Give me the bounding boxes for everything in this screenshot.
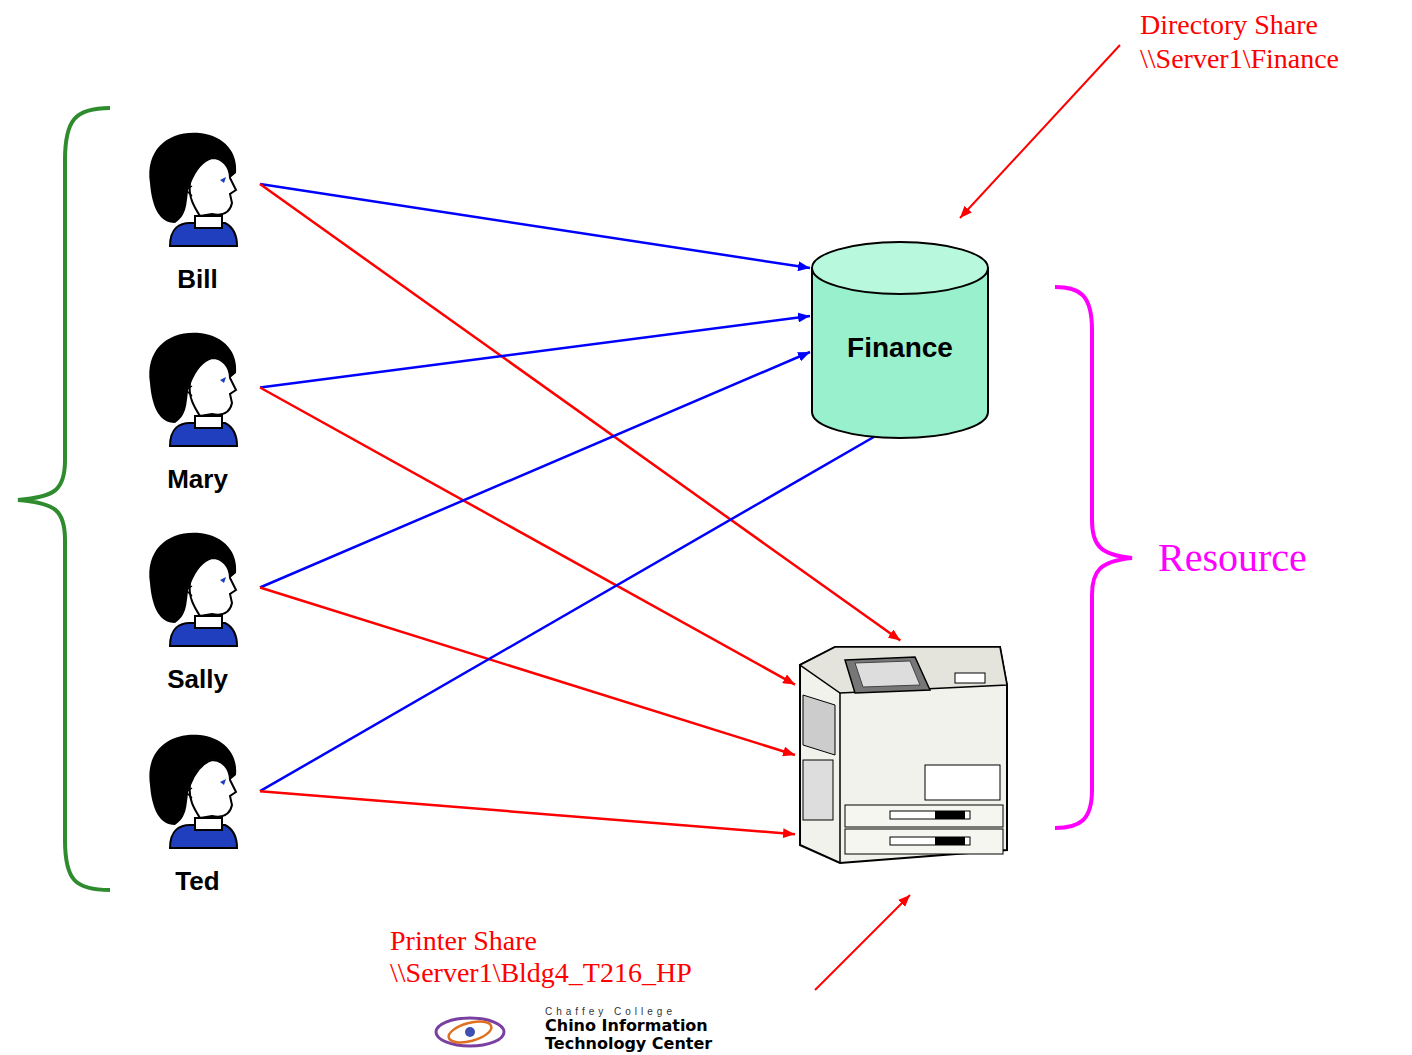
logo-text: Technology Center xyxy=(545,1035,775,1053)
person-icon-use xyxy=(149,133,237,246)
access-arrow xyxy=(260,791,795,834)
person-icon xyxy=(140,730,240,850)
person-icon xyxy=(140,528,240,648)
person-node: Bill xyxy=(135,128,260,298)
person-name: Ted xyxy=(135,866,260,897)
group-brace xyxy=(18,108,110,890)
directory-share: Finance xyxy=(810,240,990,440)
printer-icon xyxy=(795,645,1010,865)
person-node: Ted xyxy=(135,730,260,900)
leader-line xyxy=(960,45,1120,218)
person-icon-use xyxy=(149,533,237,646)
share-callout: Directory Share \\Server1\Finance xyxy=(1140,8,1408,76)
person-name: Bill xyxy=(135,264,260,295)
person-node: Sally xyxy=(135,528,260,698)
leader-line xyxy=(815,895,910,990)
access-arrow xyxy=(260,184,900,640)
access-arrow xyxy=(260,426,893,791)
person-icon xyxy=(140,128,240,248)
resource-label: Resource xyxy=(1158,535,1398,581)
person-node: Mary xyxy=(135,328,260,498)
person-icon-use xyxy=(149,333,237,446)
access-arrow xyxy=(260,388,795,685)
person-name: Sally xyxy=(135,664,260,695)
access-arrow xyxy=(260,352,810,588)
person-icon-use xyxy=(149,735,237,848)
share-name: Finance xyxy=(810,332,990,364)
person-icon xyxy=(140,328,240,448)
printer-share-name: Printer Share \\Server1\Bldg4_T216_HP xyxy=(390,925,800,989)
person-name: Mary xyxy=(135,464,260,495)
logo-swirl xyxy=(436,1018,504,1047)
printer-node: Printer Share \\Server1\Bldg4_T216_HP xyxy=(795,645,1010,865)
access-arrow xyxy=(260,184,810,268)
logo-text: Chaffey College xyxy=(545,1006,775,1017)
access-arrow xyxy=(260,588,795,756)
access-arrow xyxy=(260,316,810,388)
logo-text: Chino Information xyxy=(545,1017,775,1035)
resource-brace xyxy=(1055,287,1132,828)
cylinder-top xyxy=(812,242,988,294)
